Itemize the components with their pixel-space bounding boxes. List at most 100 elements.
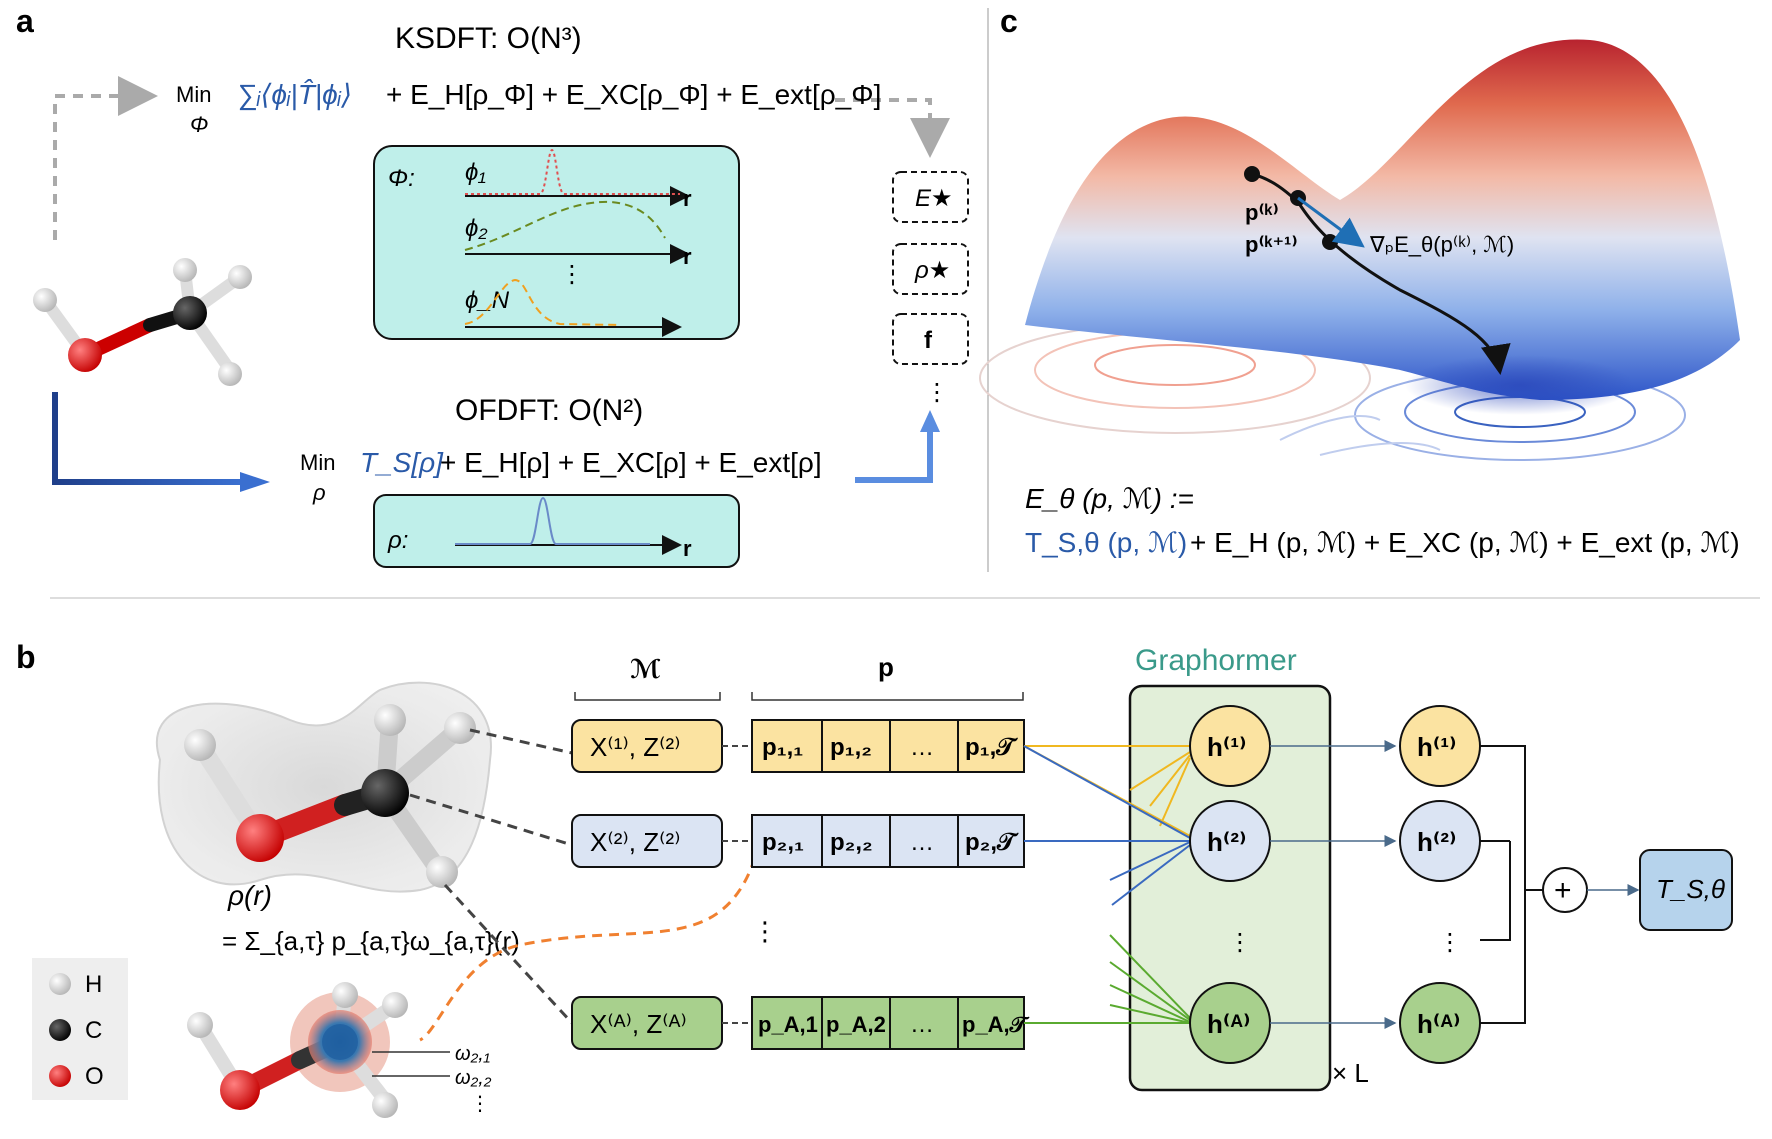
coeff-1-T: p₁,𝒯 <box>965 734 1018 761</box>
phi2-axis-r: r <box>683 244 692 269</box>
ksdft-min-var: Φ <box>190 112 208 137</box>
output-force-label: f <box>924 327 933 354</box>
methanol-basis-molecule <box>187 982 408 1118</box>
graphormer-title: Graphormer <box>1135 644 1297 677</box>
feature-label-atom-A: X⁽ᴬ⁾, Z⁽ᴬ⁾ <box>590 1009 687 1039</box>
coeff-A-2: p_A,2 <box>826 1012 886 1037</box>
phiN-curve <box>464 278 621 326</box>
ofdft-input-arrow <box>52 392 240 485</box>
output-vdots: ⋮ <box>925 379 949 406</box>
coeff-1-1: p₁,₁ <box>762 734 803 761</box>
ksdft-kinetic-term: ∑ᵢ⟨ϕᵢ|T̂|ϕᵢ⟩ <box>237 79 352 111</box>
orbital-box <box>373 145 740 340</box>
coeff-row-1: p₁,₁ p₁,₂ … p₁,𝒯 <box>751 719 1025 773</box>
panel-label-b: b <box>16 639 36 675</box>
ksdft-other-terms: + E_H[ρ_Φ] + E_XC[ρ_Φ] + E_ext[ρ_Φ] <box>386 79 881 110</box>
ksdft-output-arrow <box>835 98 950 158</box>
times-L-label: × L <box>1332 1058 1369 1088</box>
point-pk1 <box>1322 234 1338 250</box>
gradient-label: ∇ₚE_θ(p⁽ᵏ⁾, ℳ) <box>1369 232 1514 257</box>
coeff-2-2: p₂,₂ <box>830 829 873 856</box>
optimization-trajectory <box>1251 172 1511 375</box>
ofdft-other-terms: + E_H[ρ] + E_XC[ρ] + E_ext[ρ] <box>440 447 822 478</box>
surface-basin <box>1405 355 1635 415</box>
output-kinetic-energy-label: T_S,θ <box>1656 874 1725 904</box>
feature-label-atom-1: X⁽¹⁾, Z⁽²⁾ <box>590 732 681 762</box>
coeff-A-T: p_A,𝒯 <box>962 1012 1030 1037</box>
ofdft-min-var: ρ <box>312 480 326 505</box>
panel-label-a: a <box>16 3 34 39</box>
legend-c-icon <box>49 1019 71 1041</box>
output-energy-label: E★ <box>915 185 953 212</box>
output-box-force <box>892 313 969 365</box>
set-p-label: p <box>878 652 894 682</box>
output-density-label: ρ★ <box>914 257 950 284</box>
phi1-axis-r: r <box>683 186 692 211</box>
coeff-2-dots: … <box>910 829 934 856</box>
graphormer-block <box>1128 684 1332 1092</box>
coeff-2-1: p₂,₁ <box>762 829 804 856</box>
sum-plus-symbol: + <box>1554 874 1572 907</box>
node-h1-out-label: h⁽¹⁾ <box>1417 732 1457 762</box>
coeff-1-2: p₁,₂ <box>830 734 872 761</box>
coeff-1-dots: … <box>910 734 934 761</box>
coeff-A-1: p_A,1 <box>758 1012 818 1037</box>
density-axis-r: r <box>683 536 692 561</box>
legend-h-label: H <box>85 971 102 998</box>
label-pk: p⁽ᵏ⁾ <box>1245 200 1279 225</box>
phi2-curve <box>464 200 666 251</box>
node-h2-in-label: h⁽²⁾ <box>1207 827 1247 857</box>
energy-other-terms: + E_H (p, ℳ) + E_XC (p, ℳ) + E_ext (p, ℳ… <box>1190 527 1740 558</box>
energy-definition: E_θ (p, ℳ) := <box>1025 483 1194 514</box>
density-expansion-formula: = Σ_{a,τ} p_{a,τ}ω_{a,τ}(r) <box>222 926 520 956</box>
output-nodes-vdots: ⋮ <box>1438 929 1462 956</box>
panel-a: KSDFT: O(N³) Min Φ ∑ᵢ⟨ϕᵢ|T̂|ϕᵢ⟩ + E_H[ρ_… <box>33 22 969 568</box>
trajectory-start-point <box>1244 166 1260 182</box>
legend-o-icon <box>49 1065 71 1087</box>
output-kinetic-energy-box <box>1639 849 1733 931</box>
ofdft-title: OFDFT: O(N²) <box>455 394 643 427</box>
basis-connector <box>419 857 757 1042</box>
omega-22-label: ω₂,₂ <box>455 1067 492 1089</box>
label-pk1: p⁽ᵏ⁺¹⁾ <box>1245 232 1298 257</box>
panel-c: p⁽ᵏ⁾ p⁽ᵏ⁺¹⁾ ∇ₚE_θ(p⁽ᵏ⁾, ℳ) E_θ (p, ℳ) :=… <box>979 39 1740 558</box>
density-curve <box>455 496 650 545</box>
ksdft-input-arrow <box>53 76 158 240</box>
node-h2-out-label: h⁽²⁾ <box>1417 827 1457 857</box>
attention-connections <box>1023 745 1191 1024</box>
omega-vdots: ⋮ <box>470 1093 490 1115</box>
phi2-label: ϕ₂ <box>465 215 488 242</box>
atom-legend <box>32 958 128 1100</box>
node-hA-out-label: h⁽ᴬ⁾ <box>1417 1009 1461 1039</box>
output-box-energy <box>892 171 969 223</box>
set-M-label: ℳ <box>630 654 661 684</box>
output-box-density <box>892 243 969 295</box>
coeff-2-T: p₂,𝒯 <box>965 829 1019 856</box>
coeff-A-dots: … <box>910 1011 934 1038</box>
phi-vdots: ⋮ <box>560 261 584 288</box>
methanol-molecule-b <box>184 704 476 888</box>
density-label: ρ: <box>387 527 408 554</box>
gradient-arrow <box>1297 196 1365 248</box>
node-hA-in-label: h⁽ᴬ⁾ <box>1207 1009 1251 1039</box>
ksdft-min: Min <box>176 82 211 107</box>
ofdft-kinetic-term: T_S[ρ] <box>360 447 444 478</box>
phi1-curve <box>465 148 680 195</box>
panel-b: ρ(r) = Σ_{a,τ} p_{a,τ}ω_{a,τ}(r) H C O <box>32 644 1733 1118</box>
rows-vdots: ⋮ <box>752 916 778 946</box>
legend-o-label: O <box>85 1063 104 1090</box>
omega-21-label: ω₂,₁ <box>455 1043 490 1065</box>
panel-label-c: c <box>1000 3 1018 39</box>
legend-h-icon <box>49 973 71 995</box>
energy-surface <box>1025 39 1740 401</box>
legend-c-label: C <box>85 1017 102 1044</box>
phi1-label: ϕ₁ <box>465 159 486 186</box>
density-rho-r: ρ(r) <box>227 880 272 911</box>
coeff-row-A: p_A,1 p_A,2 … p_A,𝒯 <box>751 996 1030 1050</box>
energy-kinetic-term: T_S,θ (p, ℳ) <box>1025 527 1187 558</box>
feature-label-atom-2: X⁽²⁾, Z⁽²⁾ <box>590 827 681 857</box>
ofdft-output-arrow <box>855 430 933 483</box>
node-h1-in-label: h⁽¹⁾ <box>1207 732 1247 762</box>
orbital-set-label: Φ: <box>388 165 415 192</box>
